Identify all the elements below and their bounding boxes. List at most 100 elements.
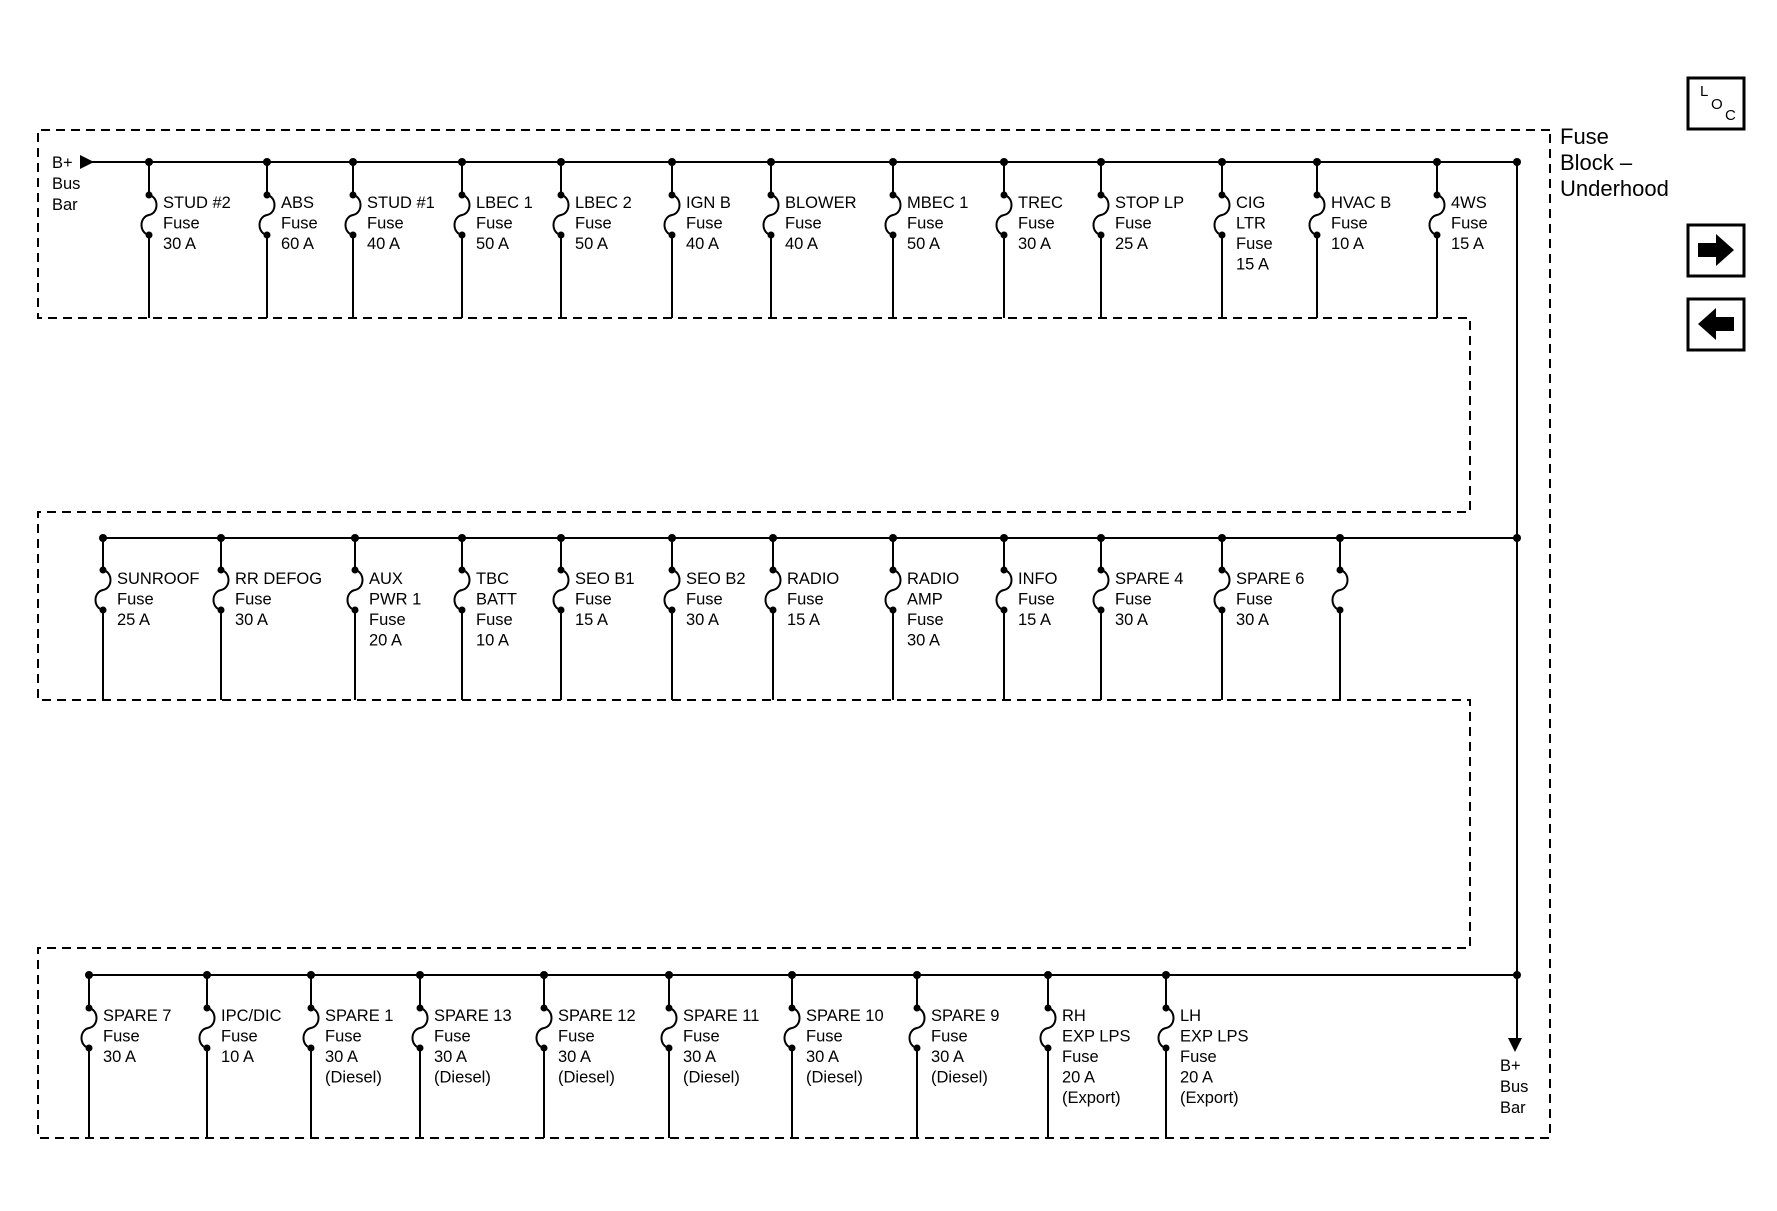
bus-top-line-3: Bar [52, 196, 78, 214]
bus-bottom-line-3: Bar [1500, 1099, 1526, 1117]
fuse-symbol-icon [1308, 194, 1326, 236]
fuse-label-line: Fuse [476, 611, 513, 629]
fuse-label-line: Fuse [434, 1028, 471, 1046]
title-line-1: Fuse [1560, 124, 1609, 149]
fuse-label-line: Fuse [1062, 1048, 1099, 1066]
fuse-label-line: Fuse [367, 215, 404, 233]
fuse-label-line: Fuse [1451, 215, 1488, 233]
fuse-label-line: 40 A [785, 235, 818, 253]
fuse-label-line: BLOWER [785, 194, 857, 212]
fuse-label-line: Fuse [907, 611, 944, 629]
fuse-label-line: Fuse [369, 611, 406, 629]
back-button[interactable] [1686, 297, 1746, 352]
fuse-label-line: SPARE 1 [325, 1007, 393, 1025]
fuse-symbol-icon [764, 569, 782, 611]
fuse-label-line: Fuse [325, 1028, 362, 1046]
bus-bottom-line-1: B+ [1500, 1057, 1521, 1075]
fuse-label-line: Fuse [221, 1028, 258, 1046]
fuse-symbol-icon [94, 569, 112, 611]
bus-top-line-1: B+ [52, 154, 73, 172]
fuse-label-line: Fuse [686, 215, 723, 233]
fuse-label-line: Fuse [163, 215, 200, 233]
fuse-label-line: Fuse [235, 591, 272, 609]
fuse-label-line: EXP LPS [1062, 1028, 1131, 1046]
fuse-label-line: (Diesel) [434, 1069, 491, 1087]
fuse-symbol-icon [995, 194, 1013, 236]
fuse-symbol-icon [762, 194, 780, 236]
fuse-label-line: 20 A [1062, 1069, 1095, 1087]
bus-top-arrow-icon [80, 155, 94, 169]
fuse-label-line: (Diesel) [931, 1069, 988, 1087]
fuse-label-line: Fuse [907, 215, 944, 233]
fuse-label-line: Fuse [785, 215, 822, 233]
fuse-label-line: 30 A [235, 611, 268, 629]
fuse-symbol-icon [1428, 194, 1446, 236]
fuse-label-line: 25 A [117, 611, 150, 629]
loc-letter-o: O [1711, 96, 1723, 113]
fuse-label-line: Fuse [1331, 215, 1368, 233]
fuse-label-line: 15 A [1451, 235, 1484, 253]
fuse-label-line: SUNROOF [117, 570, 200, 588]
fuse-symbol-icon [1331, 569, 1349, 611]
bus-top-line-2: Bus [52, 175, 80, 193]
fuse-block-title: Fuse Block – Underhood [1560, 124, 1669, 201]
fuse-label-line: (Diesel) [806, 1069, 863, 1087]
fuse-label-line: 30 A [558, 1048, 591, 1066]
fuse-symbol-icon [453, 569, 471, 611]
fuse-symbol-icon [1213, 569, 1231, 611]
fuse-label-line: INFO [1018, 570, 1058, 588]
fuse-label-line: Fuse [281, 215, 318, 233]
fuse-label-line: 30 A [434, 1048, 467, 1066]
fuse-label-line: 15 A [575, 611, 608, 629]
fuse-symbol-icon [783, 1007, 801, 1049]
fuse-symbol-icon [884, 194, 902, 236]
fuse-label-line: 40 A [686, 235, 719, 253]
fuse-label-line: 30 A [686, 611, 719, 629]
fuse-label-line: IGN B [686, 194, 731, 212]
fuse-symbol-icon [453, 194, 471, 236]
fuse-symbol-icon [1092, 194, 1110, 236]
fuse-symbol-icon [302, 1007, 320, 1049]
fuse-label-line: Fuse [476, 215, 513, 233]
fuse-symbol-icon [663, 569, 681, 611]
enclosure-outline [37, 129, 1551, 1139]
fuse-label-line: SPARE 13 [434, 1007, 512, 1025]
fuse-label-line: RADIO [787, 570, 839, 588]
fuse-label-line: SPARE 4 [1115, 570, 1183, 588]
fuse-label-line: Fuse [787, 591, 824, 609]
fuse-ignb: IGN B Fuse 40 A [663, 158, 731, 318]
fuse-label-line: SPARE 7 [103, 1007, 171, 1025]
location-button[interactable]: L O C [1686, 76, 1746, 131]
fuse-label-line: STUD #1 [367, 194, 435, 212]
fuse-symbol-icon [140, 194, 158, 236]
fuse-label-line: Fuse [686, 591, 723, 609]
fuse-label-line: Fuse [1180, 1048, 1217, 1066]
loc-letter-c: C [1725, 107, 1736, 124]
forward-button[interactable] [1686, 223, 1746, 278]
fuse-label-line: 4WS [1451, 194, 1487, 212]
fuse-label-line: Fuse [103, 1028, 140, 1046]
fuse-label-line: CIG [1236, 194, 1265, 212]
fuse-4ws: 4WS Fuse 15 A [1428, 158, 1488, 318]
bus-junction-dot [1513, 971, 1521, 979]
fuse-symbol-icon [908, 1007, 926, 1049]
fuse-label-line: 60 A [281, 235, 314, 253]
fuse-label-line: MBEC 1 [907, 194, 968, 212]
fuse-label-line: 30 A [1018, 235, 1051, 253]
bus-junction-dot [1513, 158, 1521, 166]
